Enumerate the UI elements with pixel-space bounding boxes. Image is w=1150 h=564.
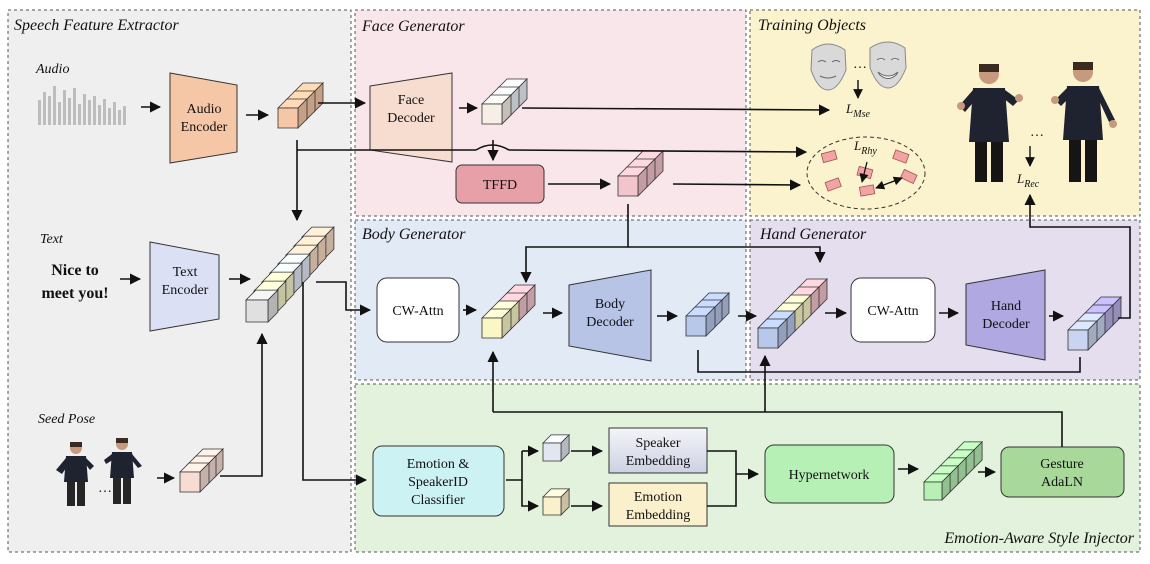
body-decoder-label-2: Decoder	[586, 315, 634, 330]
emotion-embedding: Emotion Embedding	[608, 482, 708, 527]
loss-rec-base: L	[1016, 171, 1024, 186]
cw-attn-hand-label: CW-Attn	[867, 304, 918, 319]
emotion-embedding-label-2: Embedding	[626, 508, 691, 523]
hypernetwork: Hypernetwork	[764, 444, 895, 504]
text-encoder-label-1: Text	[173, 265, 198, 280]
audio-encoder-label-1: Audio	[187, 102, 222, 117]
loss-mse: LMse	[845, 101, 870, 120]
emotion-speaker-classifier: Emotion & SpeakerID Classifier	[372, 445, 505, 517]
body-decoder-label-1: Body	[595, 297, 625, 312]
face-ellipsis: …	[853, 57, 867, 72]
seed-pose-cube-0	[179, 462, 210, 493]
tffd-output-cube-0	[617, 166, 648, 197]
input-label-audio: Audio	[35, 62, 69, 77]
region-title-face: Face Generator	[361, 18, 465, 35]
loss-rec: LRec	[1016, 171, 1040, 190]
hand-decoder-label-2: Decoder	[982, 317, 1030, 332]
classifier-label-2: SpeakerID	[408, 475, 468, 490]
training-avatars: …	[957, 62, 1117, 182]
rhythm-arrows	[859, 161, 903, 190]
svg-text:LRhy: LRhy	[853, 138, 877, 157]
input-phrase-line1: Nice to	[51, 262, 99, 279]
region-title-hand: Hand Generator	[759, 226, 867, 243]
input-label-text: Text	[40, 232, 64, 247]
face-output-cube-0	[481, 94, 512, 125]
emotion-embedding-label-1: Emotion	[634, 490, 682, 505]
loss-rhy-sub: Rhy	[860, 146, 877, 157]
face-decoder: Face Decoder	[369, 72, 453, 163]
hand-decoder: Hand Decoder	[965, 269, 1046, 361]
face-mesh-icons: …	[810, 41, 907, 91]
fused-feature-cube-0	[245, 289, 279, 323]
svg-text:LMse: LMse	[845, 101, 870, 120]
speaker-embedding-label-1: Speaker	[635, 436, 680, 451]
region-title-body: Body Generator	[362, 226, 466, 243]
loss-rhy: LRhy	[853, 138, 877, 157]
audio-encoder: Audio Encoder	[169, 72, 238, 164]
input-phrase-line2: meet you!	[41, 285, 108, 302]
cw-attn-body: CW-Attn	[376, 277, 460, 343]
gesture-adaln-label-1: Gesture	[1040, 457, 1084, 472]
seed-pose-figures: …	[56, 438, 142, 506]
svg-text:LRec: LRec	[1016, 171, 1040, 190]
seed-pose-ellipsis: …	[98, 481, 112, 496]
feature-cubes	[179, 78, 1122, 516]
emotion-token-cube	[542, 487, 571, 516]
body-input-cube-0	[481, 308, 512, 339]
audio-encoder-label-2: Encoder	[181, 120, 228, 135]
hand-output-cube-0	[1067, 320, 1098, 351]
loss-mse-base: L	[845, 101, 853, 116]
hand-input-cube-0	[757, 318, 788, 349]
rhythm-loss-cluster	[806, 136, 926, 210]
face-mesh-icon-2	[869, 41, 907, 89]
loss-rhy-base: L	[853, 138, 861, 153]
text-encoder: Text Encoder	[149, 241, 220, 332]
connections	[120, 97, 1131, 512]
loss-rec-sub: Rec	[1023, 179, 1040, 190]
face-decoder-label-1: Face	[398, 93, 424, 108]
face-mesh-icon	[810, 43, 847, 91]
cw-attn-hand: CW-Attn	[850, 277, 936, 343]
tffd-module: TFFD	[455, 164, 545, 204]
speaker-token-cube	[542, 433, 571, 462]
region-title-speech: Speech Feature Extractor	[14, 17, 179, 34]
style-output-cube-0	[923, 472, 952, 501]
speaker-embedding: Speaker Embedding	[608, 427, 708, 474]
waveform-icon	[38, 86, 126, 125]
text-encoder-label-2: Encoder	[162, 283, 209, 298]
audio-feature-cube-0	[277, 98, 308, 129]
gesture-adaln-label-2: AdaLN	[1041, 475, 1083, 490]
avatar-ellipsis: …	[1030, 125, 1044, 140]
region-title-training: Training Objects	[758, 17, 866, 34]
classifier-label-1: Emotion &	[407, 457, 470, 472]
loss-mse-sub: Mse	[852, 109, 870, 120]
speaker-embedding-label-2: Embedding	[626, 454, 691, 469]
hand-decoder-label-1: Hand	[991, 299, 1021, 314]
input-label-seed-pose: Seed Pose	[38, 412, 95, 427]
region-title-style: Emotion-Aware Style Injector	[943, 530, 1134, 547]
cw-attn-body-label: CW-Attn	[392, 304, 443, 319]
rhythm-tokens	[820, 149, 918, 197]
hypernetwork-label: Hypernetwork	[789, 468, 870, 483]
classifier-label-3: Classifier	[411, 493, 465, 508]
body-output-cube-0	[685, 306, 716, 337]
tffd-label: TFFD	[483, 178, 517, 193]
face-decoder-label-2: Decoder	[387, 111, 435, 126]
gesture-adaln: Gesture AdaLN	[1000, 446, 1125, 498]
body-decoder: Body Decoder	[568, 269, 652, 362]
